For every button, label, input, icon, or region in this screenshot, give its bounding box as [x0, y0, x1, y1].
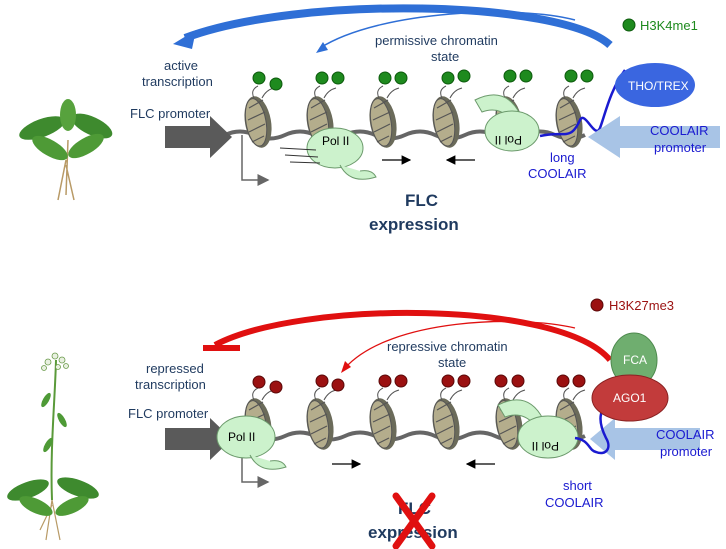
thin-repressive-arrow [344, 320, 576, 369]
active-feedback-arrow [183, 4, 613, 49]
repressive-state-label-2: state [438, 355, 466, 370]
h3k27me3-dots [252, 374, 586, 394]
h3k4me1-dots [252, 69, 594, 91]
pol2-reverse: Pol II [474, 94, 540, 152]
short-coolair-label-1: short [563, 478, 592, 493]
pol2-reverse-bottom: Pol II [497, 399, 579, 459]
h3k27me3-legend-label: H3K27me3 [609, 298, 674, 313]
active-transcription-label-2: transcription [142, 74, 213, 89]
repressed-transcription-label-2: transcription [135, 377, 206, 392]
flc-promoter-arrow-icon [165, 116, 232, 158]
coolair-promoter-arrow-icon-bottom [590, 418, 700, 460]
short-coolair-label-2: COOLAIR [545, 495, 604, 510]
pol2-forward: Pol II [279, 127, 377, 180]
top-panel: H3K4me1 active transcription permissive … [19, 4, 720, 234]
h3k4me1-legend-label: H3K4me1 [640, 18, 698, 33]
repressive-feedback-arrow [213, 309, 613, 362]
pol2-forward-label: Pol II [322, 134, 349, 148]
coolair-promoter-arrow-icon [588, 116, 720, 158]
rosette-plant-icon [19, 99, 113, 201]
flc-promoter-label-bottom: FLC promoter [128, 406, 209, 421]
h3k27me3-marker-icon [590, 298, 604, 312]
long-coolair-label-1: long [550, 150, 575, 165]
flc-expression-off-title-2: expression [368, 523, 458, 542]
coolair-promoter-label-2: promoter [654, 140, 707, 155]
ago1-label: AGO1 [613, 391, 647, 405]
coolair-promoter-label-1: COOLAIR [650, 123, 709, 138]
coolair-promoter-label-bottom-1: COOLAIR [656, 427, 715, 442]
tho-trex-complex [615, 63, 695, 107]
h3k27me3-tails [252, 387, 586, 401]
bottom-panel: H3K27me3 repressed transcription repress… [7, 298, 715, 549]
repressed-transcription-label-1: repressed [146, 361, 204, 376]
flc-expression-title-1: FLC [405, 191, 438, 210]
fca-label: FCA [623, 353, 647, 367]
pol2-forward-label-bottom: Pol II [228, 430, 255, 444]
red-x-icon [392, 492, 436, 549]
coolair-promoter-label-bottom-2: promoter [660, 444, 713, 459]
flc-promoter-arrow-icon-bottom [165, 418, 232, 460]
flc-promoter-label: FLC promoter [130, 106, 211, 121]
flowering-plant-icon [7, 352, 99, 541]
repressive-state-label-1: repressive chromatin [387, 339, 508, 354]
long-coolair-transcript [539, 69, 627, 138]
h3k4me1-marker-icon [622, 18, 636, 32]
h3k4me1-marks [252, 85, 586, 99]
tss-arrow-icon [241, 135, 270, 186]
flc-expression-title-2: expression [369, 215, 459, 234]
active-transcription-label-1: active [164, 58, 198, 73]
pol2-reverse-label-bottom: Pol II [532, 439, 559, 453]
chromatin-state-label-1: permissive chromatin [375, 33, 498, 48]
pol2-forward-bottom: Pol II [216, 415, 287, 470]
ago1-protein [591, 374, 669, 422]
thin-feedback-arrow [319, 11, 576, 49]
pol2-reverse-label: Pol II [495, 133, 522, 147]
chromatin-state-label-2: state [431, 49, 459, 64]
tho-trex-label: THO/TREX [628, 79, 689, 93]
long-coolair-label-2: COOLAIR [528, 166, 587, 181]
